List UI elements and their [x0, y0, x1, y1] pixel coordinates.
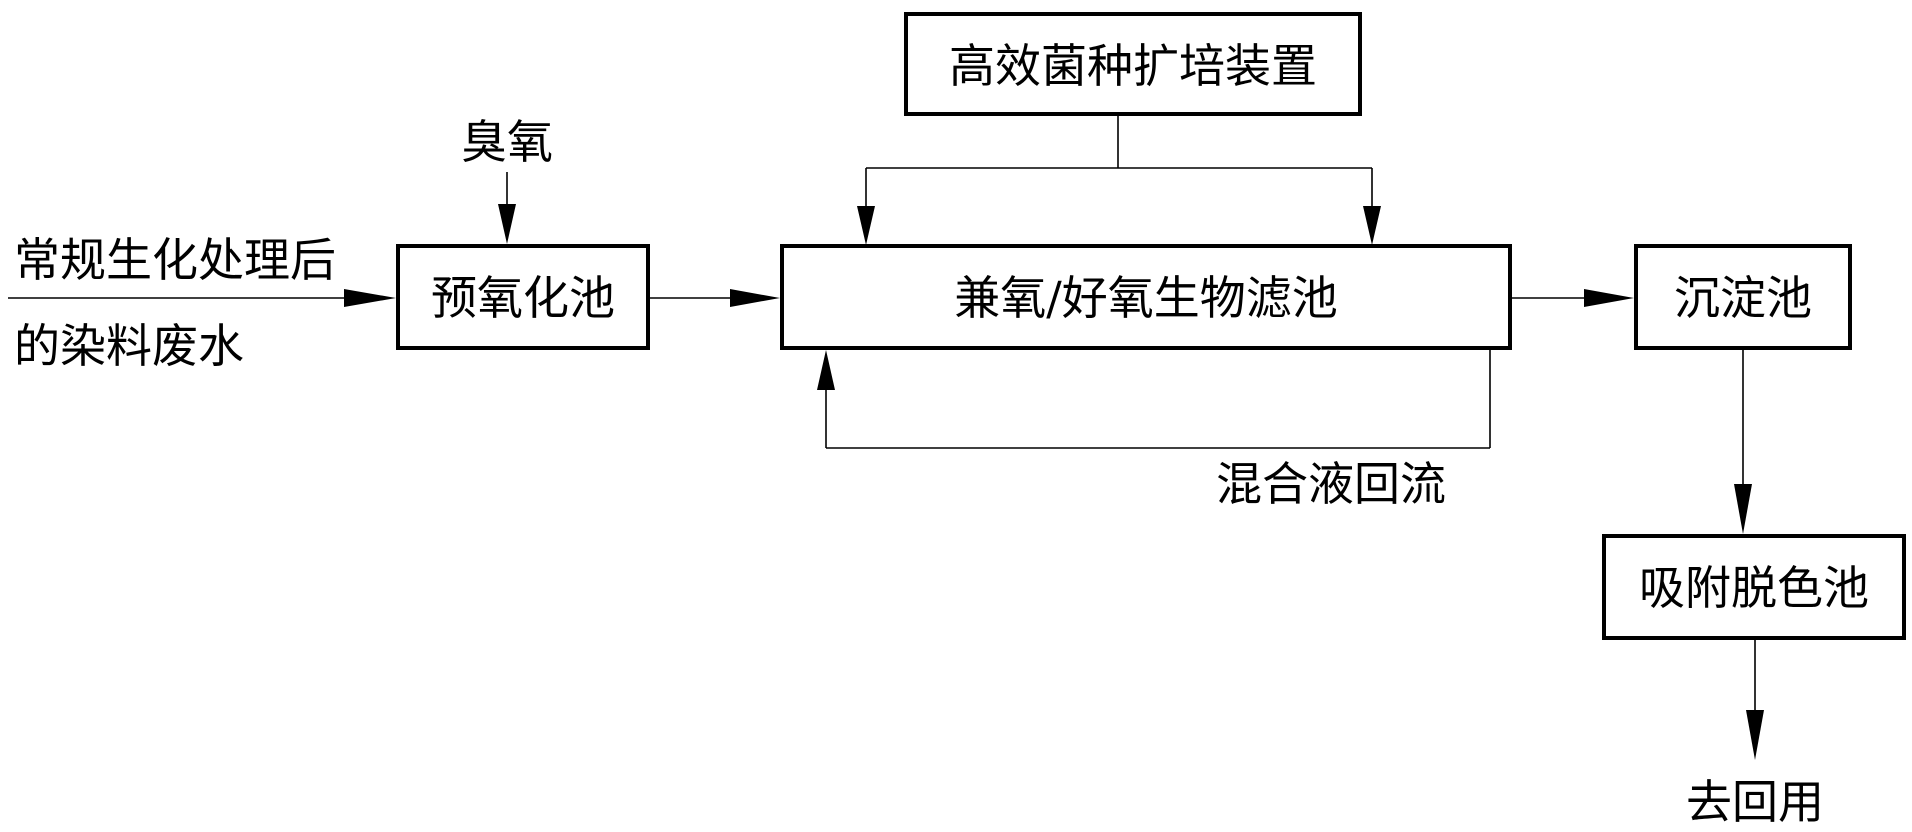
adsorption-label: 吸附脱色池 [1639, 561, 1869, 615]
recycle-label: 混合液回流 [1216, 457, 1446, 511]
biofilter-to-sedimentation-arrow [1510, 289, 1634, 307]
reuse-label: 去回用 [1686, 775, 1824, 829]
pre-oxidation-to-biofilter-arrow [648, 289, 780, 307]
influent-label-line1: 常规生化处理后 [14, 233, 336, 287]
ozone-label: 臭氧 [461, 115, 553, 169]
pre-oxidation-label: 预氧化池 [431, 271, 615, 325]
biofilter-node: 兼氧/好氧生物滤池 [780, 244, 1512, 350]
culture-feed-arrows [857, 114, 1381, 245]
biofilter-label: 兼氧/好氧生物滤池 [954, 271, 1338, 325]
culture-device-label: 高效菌种扩培装置 [949, 39, 1317, 93]
recycle-loop-arrow [817, 348, 1491, 449]
sedimentation-to-adsorption-arrow [1734, 348, 1752, 534]
influent-arrow [8, 289, 396, 307]
culture-device-node: 高效菌种扩培装置 [904, 12, 1362, 116]
sedimentation-node: 沉淀池 [1634, 244, 1852, 350]
adsorption-to-reuse-arrow [1746, 638, 1764, 760]
influent-label-line2: 的染料废水 [14, 319, 244, 373]
pre-oxidation-node: 预氧化池 [396, 244, 650, 350]
sedimentation-label: 沉淀池 [1674, 271, 1812, 325]
ozone-arrow [498, 172, 516, 244]
adsorption-node: 吸附脱色池 [1602, 534, 1906, 640]
